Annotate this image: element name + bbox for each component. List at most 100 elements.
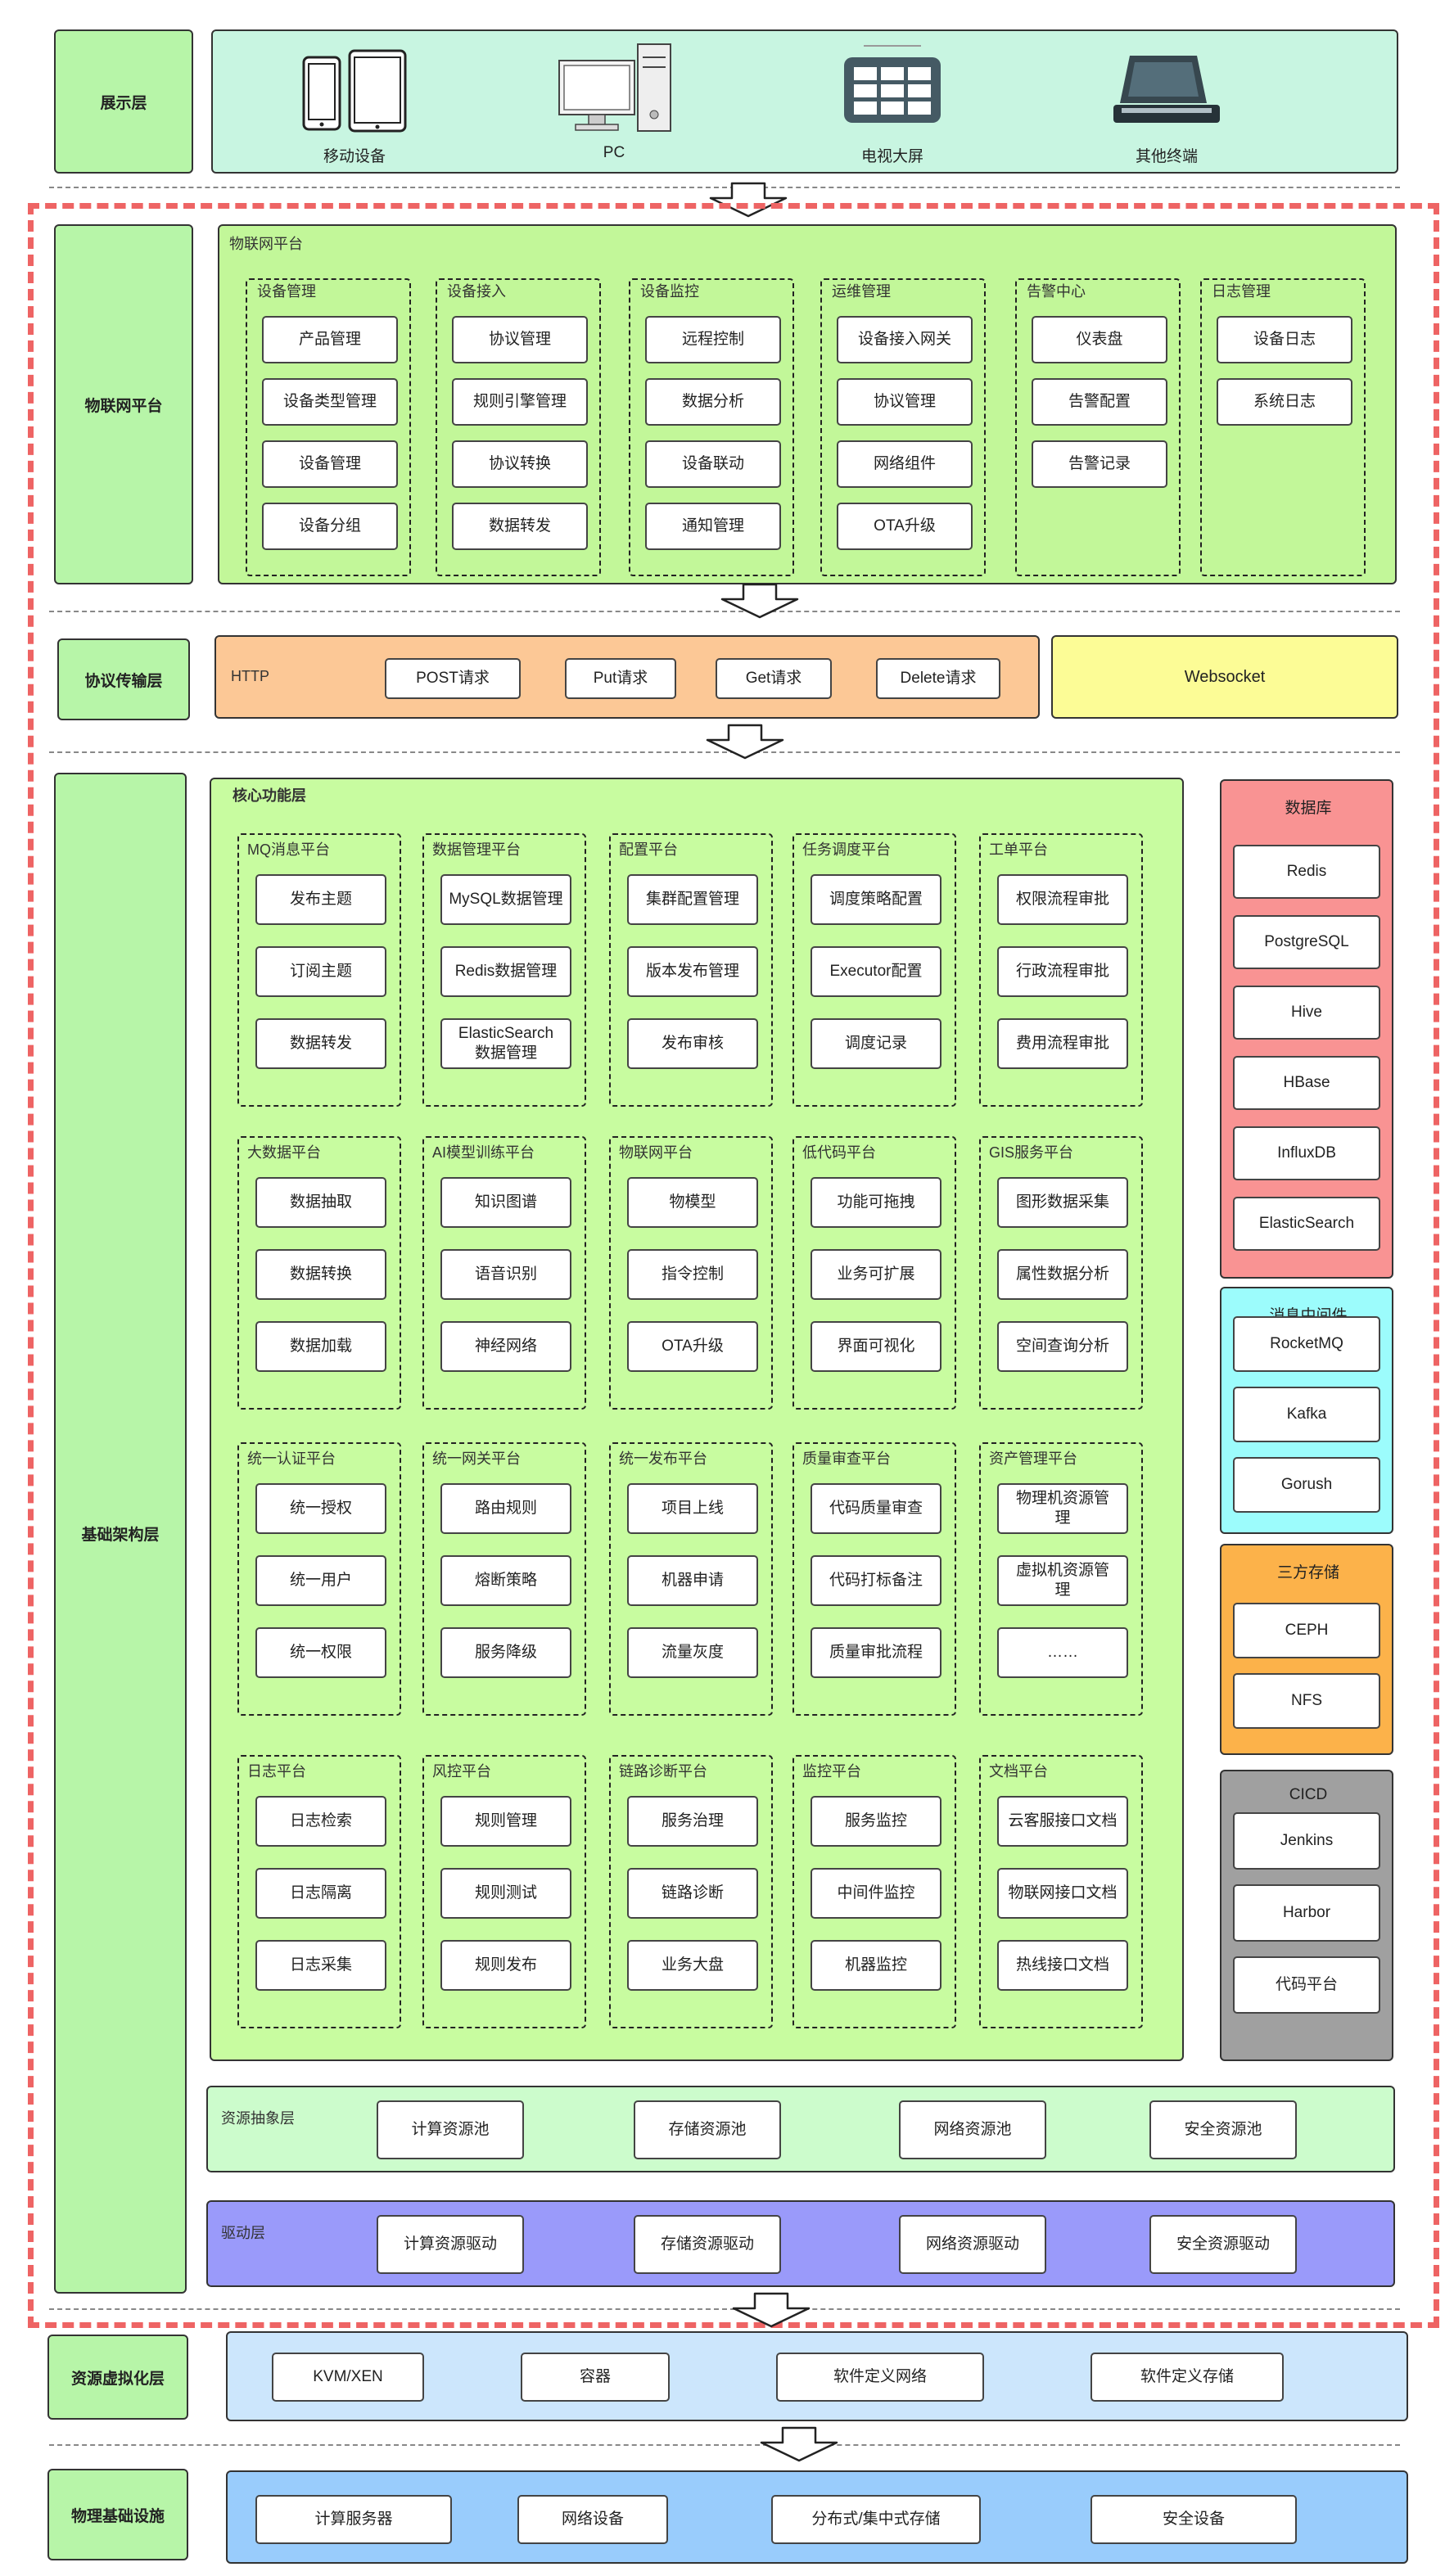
virtualization-item: 软件定义网络 [776,2353,984,2402]
platform-title: GIS服务平台 [989,1144,1074,1161]
platform-title: 风控平台 [432,1763,491,1780]
driver-panel-item: 安全资源驱动 [1149,2215,1297,2274]
side-item: Harbor [1233,1884,1380,1942]
platform-group: 监控平台服务监控中间件监控机器监控 [792,1755,956,2028]
iot-group: 设备监控远程控制数据分析设备联动通知管理 [629,278,794,576]
iot-item: 数据转发 [452,503,588,550]
request-method-box: Delete请求 [876,658,1000,699]
platform-group: AI模型训练平台知识图谱语音识别神经网络 [422,1136,586,1410]
display-layer-label: 展示层 [54,29,193,174]
driver-panel-item: 网络资源驱动 [899,2215,1046,2274]
platform-title: MQ消息平台 [247,841,330,858]
physical-item: 网络设备 [517,2495,668,2544]
platform-item: 功能可拖拽 [811,1177,941,1228]
iot-group-title: 设备管理 [257,283,316,300]
platform-item: 版本发布管理 [627,946,758,997]
driver-panel-title: 驱动层 [221,2225,265,2241]
platform-group: 统一发布平台项目上线机器申请流量灰度 [609,1442,773,1716]
database-panel-title: 数据库 [1285,800,1332,817]
iot-item: 协议管理 [452,316,588,363]
device-label: 其他终端 [1135,148,1198,165]
side-item: RocketMQ [1233,1316,1380,1372]
layer-separator [49,611,1400,612]
iot-item: 系统日志 [1217,378,1352,426]
platform-item: 发布主题 [255,874,386,925]
platform-item: 空间查询分析 [997,1321,1128,1372]
iot-item: 产品管理 [262,316,398,363]
iot-group: 设备管理产品管理设备类型管理设备管理设备分组 [246,278,411,576]
layer-separator [49,2308,1400,2310]
platform-group: 风控平台规则管理规则测试规则发布 [422,1755,586,2028]
platform-item: 统一权限 [255,1627,386,1678]
virtualization-layer-label: 资源虚拟化层 [47,2335,188,2420]
iot-item: 规则引擎管理 [452,378,588,426]
platform-title: 大数据平台 [247,1144,321,1161]
side-item: 代码平台 [1233,1956,1380,2014]
iot-item: 告警记录 [1032,440,1167,488]
platform-item: …… [997,1627,1128,1678]
platform-item: 费用流程审批 [997,1018,1128,1069]
device-label: 移动设备 [323,148,386,165]
platform-title: 配置平台 [619,841,678,858]
platform-item: 数据加载 [255,1321,386,1372]
platform-item: 规则测试 [440,1868,571,1919]
physical-item: 安全设备 [1090,2495,1297,2544]
iot-item: 远程控制 [645,316,781,363]
red-dashed-boundary [28,203,1439,2328]
driver-panel-item: 存储资源驱动 [634,2215,781,2274]
platform-item: 服务治理 [627,1796,758,1847]
iot-item: 设备接入网关 [837,316,973,363]
resource-abstraction-panel-title: 资源抽象层 [221,2110,295,2127]
device-label: 电视大屏 [860,148,923,165]
down-arrow-icon [732,2292,811,2328]
platform-item: 服务监控 [811,1796,941,1847]
resource-abstraction-panel-item: 安全资源池 [1149,2100,1297,2159]
physical-item: 计算服务器 [255,2495,452,2544]
platform-item: 物理机资源管 理 [997,1483,1128,1534]
side-item: PostgreSQL [1233,915,1380,969]
platform-item: Executor配置 [811,946,941,997]
driver-panel-item: 计算资源驱动 [377,2215,524,2274]
iot-item: 设备联动 [645,440,781,488]
side-item: HBase [1233,1056,1380,1110]
platform-title: AI模型训练平台 [432,1144,535,1161]
tv-screen-icon: 电视大屏 [831,38,954,169]
resource-abstraction-panel-item: 网络资源池 [899,2100,1046,2159]
platform-item: 集群配置管理 [627,874,758,925]
physical-item: 分布式/集中式存储 [771,2495,981,2544]
iot-item: 数据分析 [645,378,781,426]
platform-item: 链路诊断 [627,1868,758,1919]
platform-item: 数据转换 [255,1249,386,1300]
layer-separator [49,751,1400,753]
platform-title: 统一认证平台 [247,1450,336,1467]
platform-item: 界面可视化 [811,1321,941,1372]
platform-item: 日志隔离 [255,1868,386,1919]
iot-item: 告警配置 [1032,378,1167,426]
platform-item: 图形数据采集 [997,1177,1128,1228]
platform-title: 资产管理平台 [989,1450,1077,1467]
layer-separator [49,187,1400,188]
driver-panel: 驱动层 计算资源驱动 存储资源驱动 网络资源驱动 安全资源驱动 [206,2200,1395,2287]
platform-item: 指令控制 [627,1249,758,1300]
platform-item: 订阅主题 [255,946,386,997]
platform-item: 数据转发 [255,1018,386,1069]
platform-title: 任务调度平台 [802,841,891,858]
platform-item: 熔断策略 [440,1555,571,1606]
platform-title: 质量审查平台 [802,1450,891,1467]
iot-group-title: 告警中心 [1027,283,1086,300]
platform-title: 文档平台 [989,1763,1048,1780]
platform-item: 代码质量审查 [811,1483,941,1534]
platform-title: 链路诊断平台 [619,1763,707,1780]
platform-group: 质量审查平台代码质量审查代码打标备注质量审批流程 [792,1442,956,1716]
platform-item: 中间件监控 [811,1868,941,1919]
platform-item: 日志采集 [255,1940,386,1991]
iot-item: 设备类型管理 [262,378,398,426]
iot-group: 告警中心仪表盘告警配置告警记录 [1015,278,1181,576]
platform-item: 流量灰度 [627,1627,758,1678]
iot-item: 网络组件 [837,440,973,488]
